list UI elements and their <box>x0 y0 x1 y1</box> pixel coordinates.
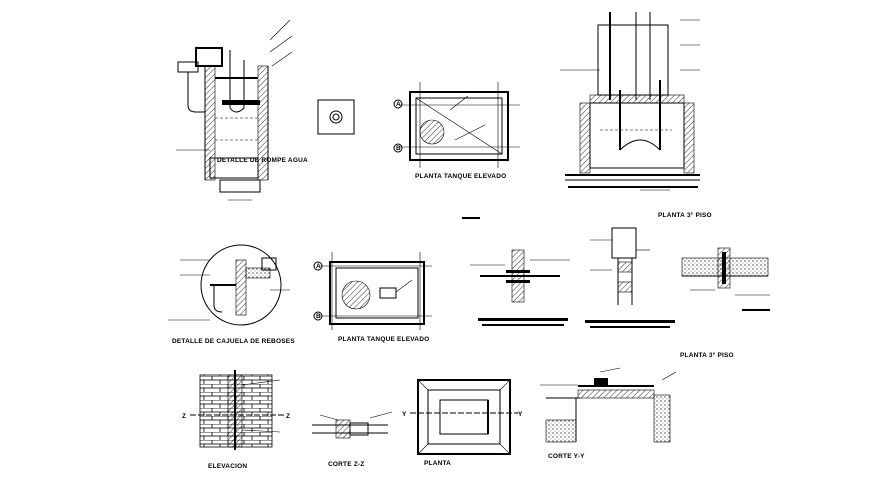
detail-wall-penetration <box>470 249 570 326</box>
plan-registro: Y Y PLANTA <box>402 379 523 467</box>
plan-tanque-elevado-middle: A B PLANTA TANQUE ELEVADO <box>313 252 432 343</box>
section-corte-zz: CORTE Z-Z <box>312 411 393 468</box>
grid-marker-a-top: A <box>396 101 401 108</box>
title-planta-tanque-elevado-1: PLANTA TANQUE ELEVADO <box>415 173 506 180</box>
section-mark-z-right: Z <box>286 413 290 420</box>
elevation-brick-wall: Z Z ELEVACION <box>182 370 290 470</box>
title-planta-3-piso-1: PLANTA 3° PISO <box>658 211 712 219</box>
grid-marker-b-top: B <box>396 145 401 152</box>
title-corte-zz: CORTE Z-Z <box>328 461 364 468</box>
detail-square-sleeve <box>317 99 355 135</box>
section-mark-z-left: Z <box>182 413 186 420</box>
title-planta-tanque-elevado-2: PLANTA TANQUE ELEVADO <box>338 336 429 343</box>
plan-tanque-elevado-top: A B PLANTA TANQUE ELEVADO <box>393 82 520 180</box>
title-elevacion: ELEVACION <box>208 463 247 470</box>
title-planta: PLANTA <box>424 460 451 467</box>
detail-vertical-pipe <box>585 227 675 328</box>
detail-cajuela-reboses: DETALLE DE CAJUELA DE REBOSES <box>168 244 295 345</box>
section-corte-yy: CORTE Y-Y <box>540 367 677 460</box>
title-planta-3-piso-2: PLANTA 3° PISO <box>680 351 734 359</box>
title-detalle-cajuela-reboses: DETALLE DE CAJUELA DE REBOSES <box>172 338 295 345</box>
title-detalle-romper-agua: DETALLE DE ROMPE AGUA <box>217 157 308 164</box>
section-mark-y-right: Y <box>518 411 523 418</box>
grid-marker-a-middle: A <box>316 263 321 270</box>
detail-floor-section <box>681 247 770 311</box>
title-corte-yy: CORTE Y-Y <box>548 453 585 460</box>
section-riser-planta-3-piso <box>560 12 700 191</box>
section-mark-y-left: Y <box>402 411 407 418</box>
detail-romper-agua: DETALLE DE ROMPE AGUA <box>176 19 308 201</box>
grid-marker-b-middle: B <box>316 313 321 320</box>
